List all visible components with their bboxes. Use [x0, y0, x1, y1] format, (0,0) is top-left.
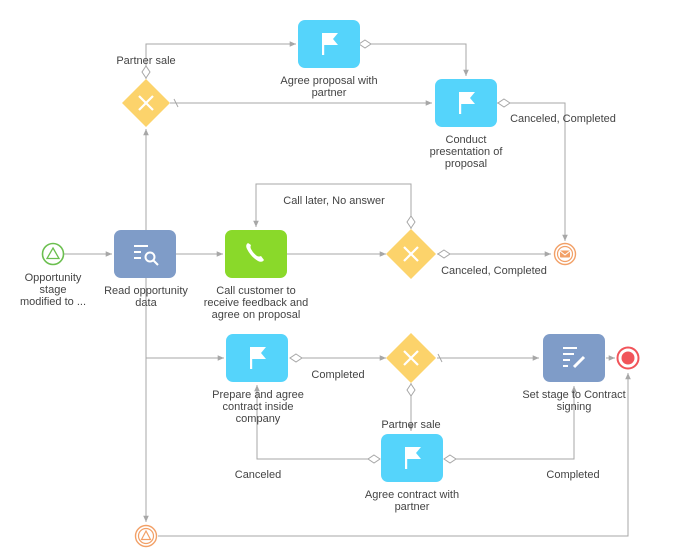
flag-icon	[250, 347, 266, 369]
condition-marker	[437, 249, 451, 259]
task-agree-contract-label: Agree contract with partner	[365, 489, 459, 513]
envelope-icon	[559, 250, 571, 258]
flow-agree-to-presentation[interactable]	[361, 43, 469, 76]
flow-labels: Partner sale Canceled, Completed Call la…	[116, 55, 616, 481]
task-conduct-presentation[interactable]	[435, 79, 497, 127]
label-line: contract inside	[223, 401, 294, 413]
label-line: Set stage to Contract	[522, 389, 625, 401]
flow-bottom-event-to-end[interactable]	[158, 373, 631, 537]
label-line: Agree proposal with	[280, 75, 377, 87]
flow-agree-contract-to-prepare[interactable]	[254, 385, 379, 460]
task-prepare-contract[interactable]	[226, 334, 288, 382]
label-canceled-completed-mid: Canceled, Completed	[441, 265, 547, 277]
label-completed-bottom: Completed	[546, 469, 599, 481]
x-icon	[403, 350, 419, 366]
condition-marker	[141, 65, 151, 79]
label-line: signing	[557, 401, 592, 413]
condition-marker	[443, 454, 457, 464]
task-agree-proposal-label: Agree proposal with partner	[280, 75, 377, 99]
default-marker	[437, 353, 443, 363]
flag-icon	[322, 33, 338, 55]
x-icon	[403, 246, 419, 262]
label-line: agree on proposal	[212, 309, 301, 321]
default-marker	[173, 98, 179, 108]
gateway-partner-sale[interactable]	[122, 79, 170, 127]
label-partner-sale-bottom: Partner sale	[381, 419, 440, 431]
condition-marker	[406, 215, 416, 229]
gateway-contract-result[interactable]	[386, 333, 436, 383]
x-icon	[138, 95, 154, 111]
edit-list-icon	[563, 347, 586, 369]
task-set-stage-label: Set stage to Contract signing	[522, 389, 625, 413]
triangle-icon	[140, 529, 152, 541]
flow-presentation-to-message[interactable]	[497, 102, 568, 241]
default-flow-markers	[173, 98, 443, 363]
bottom-intermediate-event[interactable]	[134, 524, 158, 548]
label-line: proposal	[445, 158, 487, 170]
end-circle-icon	[621, 351, 635, 365]
message-event[interactable]	[553, 242, 577, 266]
condition-marker	[358, 39, 372, 49]
label-completed-mid: Completed	[311, 369, 364, 381]
label-line: data	[135, 297, 157, 309]
label-line: modified to ...	[20, 296, 86, 308]
end-event[interactable]	[616, 346, 640, 370]
label-line: stage	[40, 284, 67, 296]
search-list-icon	[134, 245, 159, 266]
condition-marker	[367, 454, 381, 464]
label-line: receive feedback and	[204, 297, 309, 309]
conditional-markers	[141, 39, 511, 464]
start-event-label: Opportunity stage modified to ...	[20, 272, 86, 308]
condition-marker	[406, 383, 416, 397]
condition-marker	[289, 353, 303, 363]
flag-icon	[459, 92, 475, 114]
task-read-opportunity-label: Read opportunity data	[104, 285, 188, 309]
label-canceled-completed-top: Canceled, Completed	[510, 113, 616, 125]
task-call-customer-label: Call customer to receive feedback and ag…	[204, 285, 309, 321]
label-line: Call customer to	[216, 285, 295, 297]
flow-agree-contract-to-set-stage[interactable]	[444, 386, 577, 460]
gateway-call-result[interactable]	[386, 229, 436, 279]
label-call-later: Call later, No answer	[283, 195, 385, 207]
task-set-stage[interactable]	[543, 334, 605, 382]
task-prepare-contract-label: Prepare and agree contract inside compan…	[212, 389, 304, 425]
label-line: partner	[312, 87, 347, 99]
task-agree-contract[interactable]	[381, 434, 443, 482]
label-line: presentation of	[430, 146, 504, 158]
start-event[interactable]	[41, 242, 65, 266]
condition-marker	[497, 98, 511, 108]
label-partner-sale-top: Partner sale	[116, 55, 175, 67]
label-line: Agree contract with	[365, 489, 459, 501]
triangle-icon	[45, 246, 61, 260]
task-agree-proposal[interactable]	[298, 20, 360, 68]
task-read-opportunity[interactable]	[114, 230, 176, 278]
task-call-customer[interactable]	[225, 230, 287, 278]
flow-call-later-loop[interactable]	[253, 183, 412, 229]
label-line: Prepare and agree	[212, 389, 304, 401]
label-canceled-bottom: Canceled	[235, 469, 281, 481]
label-line: Conduct	[446, 134, 487, 146]
sequence-flows	[64, 41, 631, 537]
label-line: partner	[395, 501, 430, 513]
task-conduct-presentation-label: Conduct presentation of proposal	[430, 134, 504, 170]
phone-icon	[246, 243, 264, 262]
flag-icon	[405, 447, 421, 469]
label-line: company	[236, 413, 281, 425]
label-line: Read opportunity	[104, 285, 188, 297]
label-line: Opportunity	[25, 272, 82, 284]
